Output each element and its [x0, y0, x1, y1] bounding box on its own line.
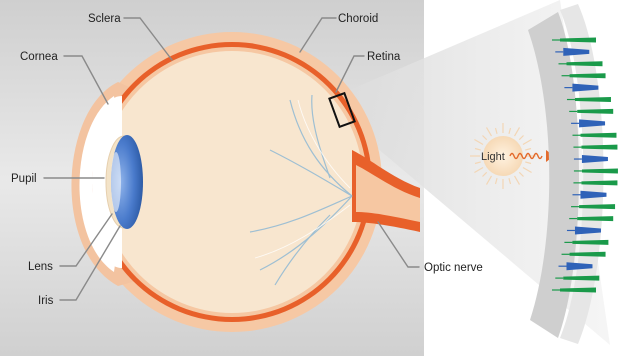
- label-optic-nerve: Optic nerve: [424, 262, 483, 274]
- label-pupil: Pupil: [11, 173, 37, 185]
- pupil-opening: [111, 152, 121, 212]
- label-retina: Retina: [367, 51, 401, 63]
- label-lens: Lens: [28, 261, 53, 273]
- label-sclera: Sclera: [88, 13, 121, 25]
- label-cornea: Cornea: [20, 51, 58, 63]
- label-light: Light: [481, 151, 505, 163]
- label-iris: Iris: [38, 295, 54, 307]
- label-choroid: Choroid: [338, 13, 378, 25]
